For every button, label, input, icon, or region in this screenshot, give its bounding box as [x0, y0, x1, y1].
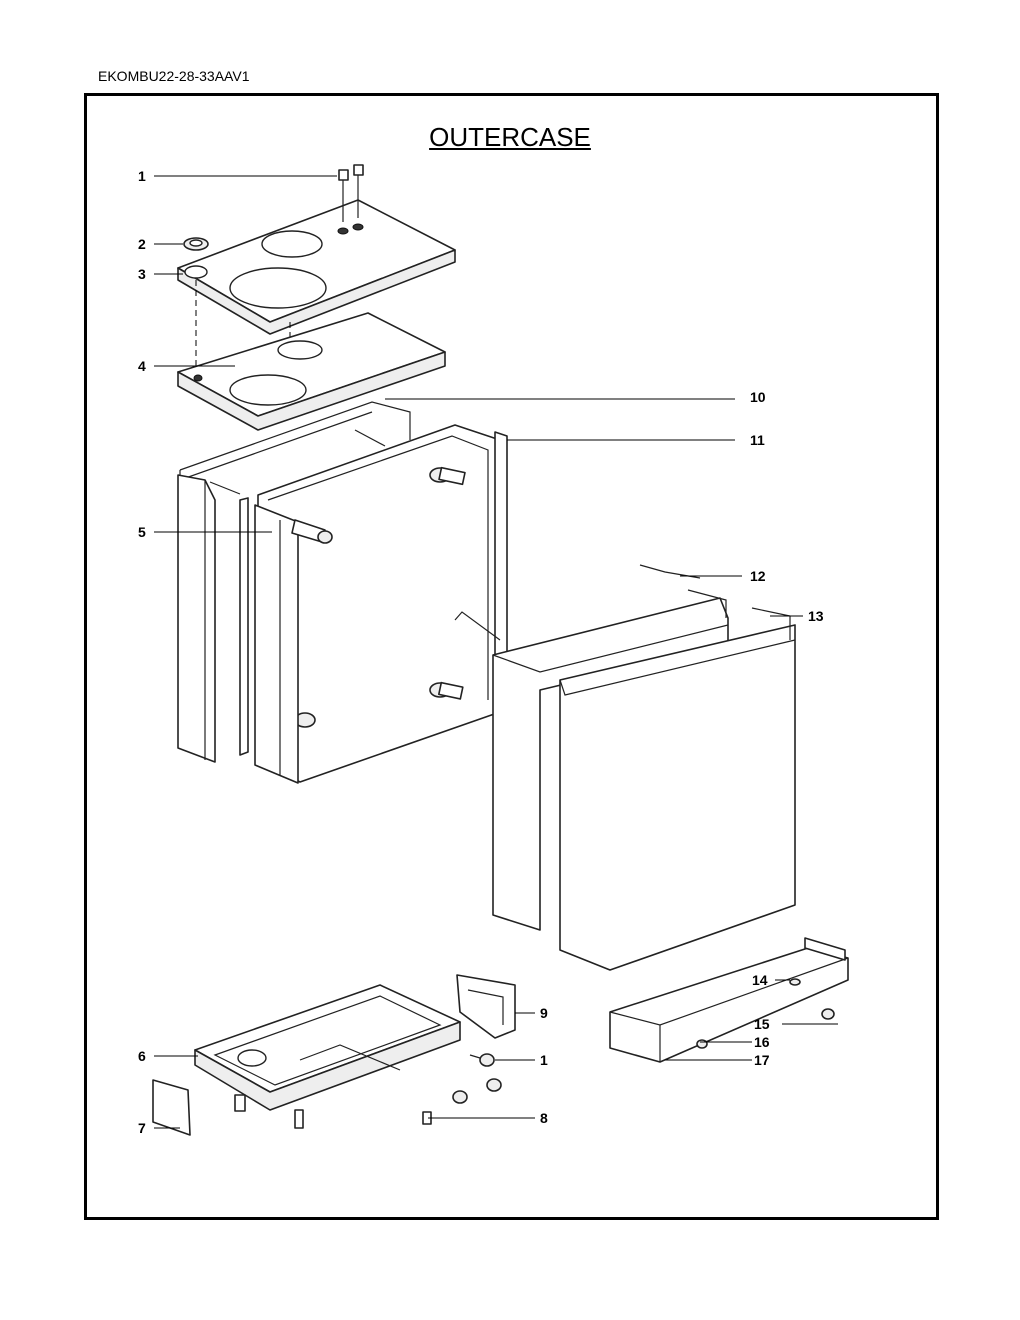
callout-5: 5 — [138, 524, 146, 540]
callout-1-top: 1 — [138, 168, 146, 184]
callout-8: 8 — [540, 1110, 548, 1126]
callout-17: 17 — [754, 1052, 770, 1068]
callout-2: 2 — [138, 236, 146, 252]
insulation-plate-part — [177, 312, 446, 431]
base-tray-part — [194, 984, 461, 1129]
callout-14: 14 — [752, 972, 768, 988]
callout-7: 7 — [138, 1120, 146, 1136]
small-cover-part — [152, 1079, 191, 1136]
front-panel-part — [454, 564, 796, 971]
callout-4: 4 — [138, 358, 146, 374]
diagram-frame — [84, 93, 939, 1220]
callout-13: 13 — [808, 608, 824, 624]
bottom-trim-part — [609, 937, 849, 1063]
callout-12: 12 — [750, 568, 766, 584]
inner-frame-part — [179, 401, 508, 783]
top-screws-part — [338, 164, 364, 222]
left-side-panel-part — [177, 429, 386, 784]
callout-1-bottom: 1 — [540, 1052, 548, 1068]
top-cover-part — [177, 199, 456, 335]
document-code: EKOMBU22-28-33AAV1 — [98, 68, 250, 84]
callout-3: 3 — [138, 266, 146, 282]
bracket-part — [456, 974, 516, 1039]
callout-6: 6 — [138, 1048, 146, 1064]
callout-15: 15 — [754, 1016, 770, 1032]
callout-11: 11 — [750, 432, 765, 448]
lower-screws-part — [422, 1053, 502, 1125]
diagram-title: OUTERCASE — [429, 122, 591, 152]
callout-9: 9 — [540, 1005, 548, 1021]
callout-16: 16 — [754, 1034, 770, 1050]
grommet-part — [183, 237, 209, 251]
callout-10: 10 — [750, 389, 766, 405]
